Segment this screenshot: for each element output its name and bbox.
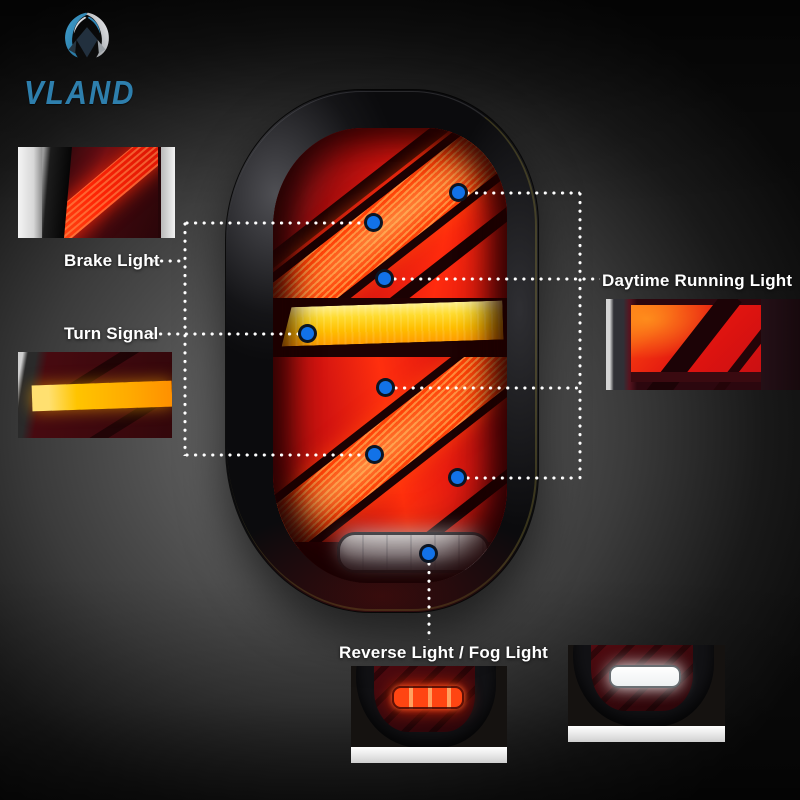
thumb-fog-strip: [392, 685, 464, 710]
callout-line-turn: [150, 332, 300, 336]
callout-line-drl-4: [466, 476, 578, 480]
callout-point-icon-drl-4: [451, 471, 464, 484]
thumb-housing: [355, 666, 497, 749]
callout-point-icon-turn: [301, 327, 314, 340]
thumb-housing: [572, 645, 715, 728]
callout-line-drl-2: [393, 277, 600, 281]
tail-light-lens: [273, 128, 507, 583]
thumb-dark-edge: [761, 299, 800, 390]
callout-point-icon-drl-3: [379, 381, 392, 394]
thumb-amber-bar: [31, 380, 172, 412]
callout-point-icon-brake-2: [368, 448, 381, 461]
thumb-reverse-strip: [609, 664, 682, 689]
callout-point-icon-brake-1: [367, 216, 380, 229]
callout-line-drl-vertical: [578, 192, 582, 480]
thumbnail-fog-light-closeup: [351, 666, 507, 763]
label-daytime-running-light: Daytime Running Light: [602, 271, 793, 290]
callout-line-brake-label: [151, 259, 185, 263]
tail-light-photo: [226, 90, 538, 612]
vland-logo-text: VLAND: [24, 74, 136, 111]
callout-line-drl-1: [466, 191, 580, 195]
callout-line-brake-vertical: [183, 222, 187, 456]
label-turn-signal: Turn Signal: [64, 324, 159, 343]
turn-signal-bar: [280, 301, 503, 347]
thumb-dark-edge: [631, 371, 762, 382]
thumb-white-edge: [158, 147, 175, 238]
vland-emblem-icon: [65, 12, 109, 58]
thumb-white-ground: [568, 725, 725, 742]
label-brake-light: Brake Light: [64, 251, 160, 270]
callout-line-brake-lower: [185, 453, 367, 457]
callout-line-brake-upper: [185, 221, 366, 225]
reverse-light-strip: [337, 532, 490, 573]
thumbnail-turn-signal-closeup: [18, 352, 172, 438]
callout-point-icon-drl-1: [452, 186, 465, 199]
thumbnail-drl-closeup: [606, 299, 800, 390]
callout-point-icon-drl-2: [378, 272, 391, 285]
turn-signal-zone: [273, 298, 507, 350]
thumbnail-brake-light-closeup: [18, 147, 175, 238]
thumb-white-ground: [351, 746, 507, 763]
thumbnail-reverse-light-closeup: [568, 645, 725, 742]
vland-logo: VLAND: [10, 8, 180, 112]
thumb-red-lens: [631, 299, 774, 390]
callout-line-reverse: [427, 562, 431, 640]
callout-line-drl-3: [394, 386, 578, 390]
thumb-white-edge: [18, 147, 42, 238]
label-reverse-fog-light: Reverse Light / Fog Light: [339, 643, 549, 662]
callout-point-icon-reverse: [422, 547, 435, 560]
